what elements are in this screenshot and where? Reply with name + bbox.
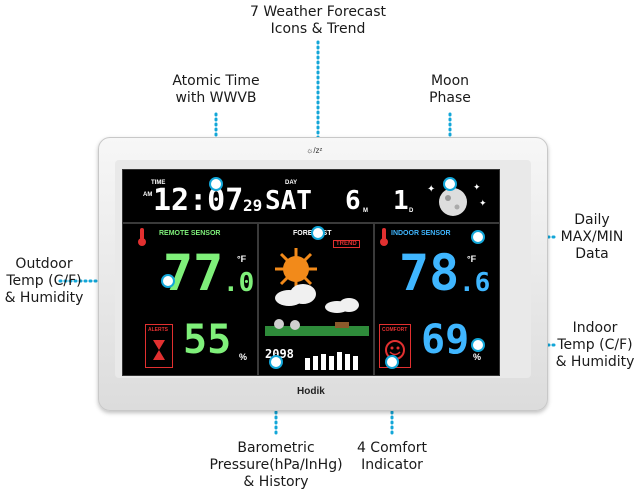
indoor-humidity: 69 [421,317,470,363]
day-of-week: SAT [265,186,312,216]
clock-time: 12:07 [153,183,244,218]
outdoor-temperature: 77 [163,244,224,302]
comfort-label: COMFORT [382,327,408,333]
cloud-icon [275,284,316,306]
alerts-box: ALERTS [145,324,173,368]
col-divider-left [257,224,259,375]
outdoor-temp-unit: °F [237,254,247,264]
moon-icon: ✦ ✦ ✦ [427,182,487,216]
svg-text:✦: ✦ [479,198,487,208]
clock-seconds: 29 [243,196,263,215]
comfort-dot [385,355,399,369]
alerts-label: ALERTS [148,327,168,333]
month-unit: M [363,208,368,214]
moon-phase-dot [443,177,457,191]
date-unit: D [409,208,414,214]
col-divider-right [373,224,375,375]
outdoor-humidity-unit: % [239,352,248,362]
indoor-sensor-label: INDOOR SENSOR [391,230,451,237]
row-divider [123,222,499,224]
snooze-light-button-label[interactable]: ☼/zᶻ [306,146,323,155]
trend-label: TREND [333,240,360,248]
daily-maxmin-dot [471,230,485,244]
remote-sensor-label: REMOTE SENSOR [159,230,221,237]
day-label: DAY [285,180,298,186]
brand-logo: Hodik [297,386,325,397]
indoor-dot [471,338,485,352]
barometric-dot [269,355,283,369]
outdoor-humidity: 55 [183,317,232,363]
am-indicator: AM [143,192,153,198]
cloud-icon-small [325,298,359,313]
time-label: TIME [151,180,166,186]
month-value: 6 [345,186,361,216]
forecast-dot [311,226,325,240]
pressure-history-bars [305,352,358,370]
svg-text:✦: ✦ [473,182,481,192]
indoor-temp-unit: °F [467,254,477,264]
outdoor-temperature-decimal: .0 [223,268,255,298]
sun-icon [275,248,317,290]
indoor-temperature-decimal: .6 [459,268,491,298]
indoor-humidity-unit: % [473,352,482,362]
lcd-screen: TIME AM 12:07 29 DAY SAT 6 M 1 D ✦ ✦ ✦ R… [122,169,500,376]
indoor-thermometer-icon [380,228,388,246]
landscape-icon [265,319,369,336]
thermometer-icon [138,228,146,246]
date-value: 1 [393,186,409,216]
outdoor-dot [161,274,175,288]
indoor-temperature: 78 [399,244,460,302]
hourglass-icon [153,340,165,360]
svg-text:✦: ✦ [427,184,435,195]
atomic-time-dot [209,177,223,191]
